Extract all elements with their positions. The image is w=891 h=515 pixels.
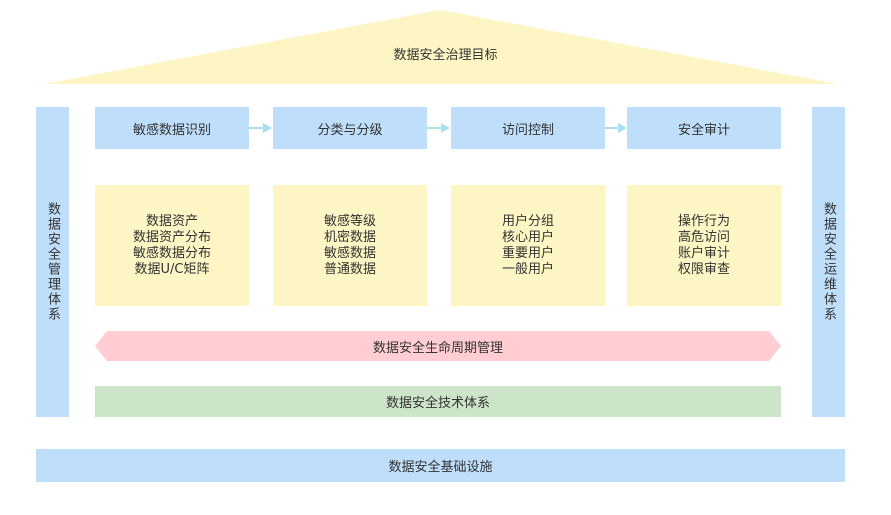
detail-box-identification: 数据资产 数据资产分布 敏感数据分布 数据U/C矩阵	[95, 185, 249, 306]
right-pillar-operations-system: 数据安全运维体系	[812, 107, 845, 417]
arrow-right-icon	[604, 123, 627, 133]
detail-box-classification: 敏感等级 机密数据 敏感数据 普通数据	[273, 185, 427, 306]
right-pillar-label: 数据安全运维体系	[821, 202, 836, 322]
step-access-control: 访问控制	[451, 107, 605, 149]
detail-line: 重要用户	[501, 245, 554, 261]
technology-system-bar: 数据安全技术体系	[95, 386, 781, 417]
detail-line: 高危访问	[677, 229, 730, 245]
detail-line: 数据资产	[145, 213, 198, 229]
detail-line: 敏感数据	[323, 245, 376, 261]
left-pillar-label: 数据安全管理体系	[45, 202, 60, 322]
detail-line: 账户审计	[677, 245, 730, 261]
detail-line: 机密数据	[323, 229, 376, 245]
detail-line: 用户分组	[501, 213, 554, 229]
detail-line: 数据U/C矩阵	[134, 261, 210, 277]
lifecycle-arrow-shape	[95, 331, 781, 361]
detail-line: 核心用户	[501, 229, 554, 245]
step-classification-grading: 分类与分级	[273, 107, 427, 149]
governance-goal-title: 数据安全治理目标	[393, 48, 498, 63]
detail-line: 普通数据	[323, 261, 376, 277]
roof-shape	[44, 10, 838, 84]
roof-triangle	[44, 10, 838, 84]
infrastructure-base-bar: 数据安全基础设施	[36, 449, 845, 482]
step-security-audit: 安全审计	[627, 107, 781, 149]
arrow-right-icon	[427, 123, 450, 133]
lifecycle-management-label: 数据安全生命周期管理	[372, 340, 503, 356]
detail-box-audit: 操作行为 高危访问 账户审计 权限审查	[627, 185, 781, 306]
detail-line: 权限审查	[677, 261, 730, 277]
left-pillar-management-system: 数据安全管理体系	[36, 107, 69, 417]
detail-box-access-control: 用户分组 核心用户 重要用户 一般用户	[451, 185, 605, 306]
step-sensitive-data-identification: 敏感数据识别	[95, 107, 249, 149]
detail-line: 数据资产分布	[132, 229, 211, 245]
detail-line: 敏感数据分布	[132, 245, 211, 261]
arrow-right-icon	[249, 123, 272, 133]
detail-line: 敏感等级	[323, 213, 376, 229]
detail-line: 一般用户	[501, 261, 554, 277]
detail-line: 操作行为	[677, 213, 730, 229]
